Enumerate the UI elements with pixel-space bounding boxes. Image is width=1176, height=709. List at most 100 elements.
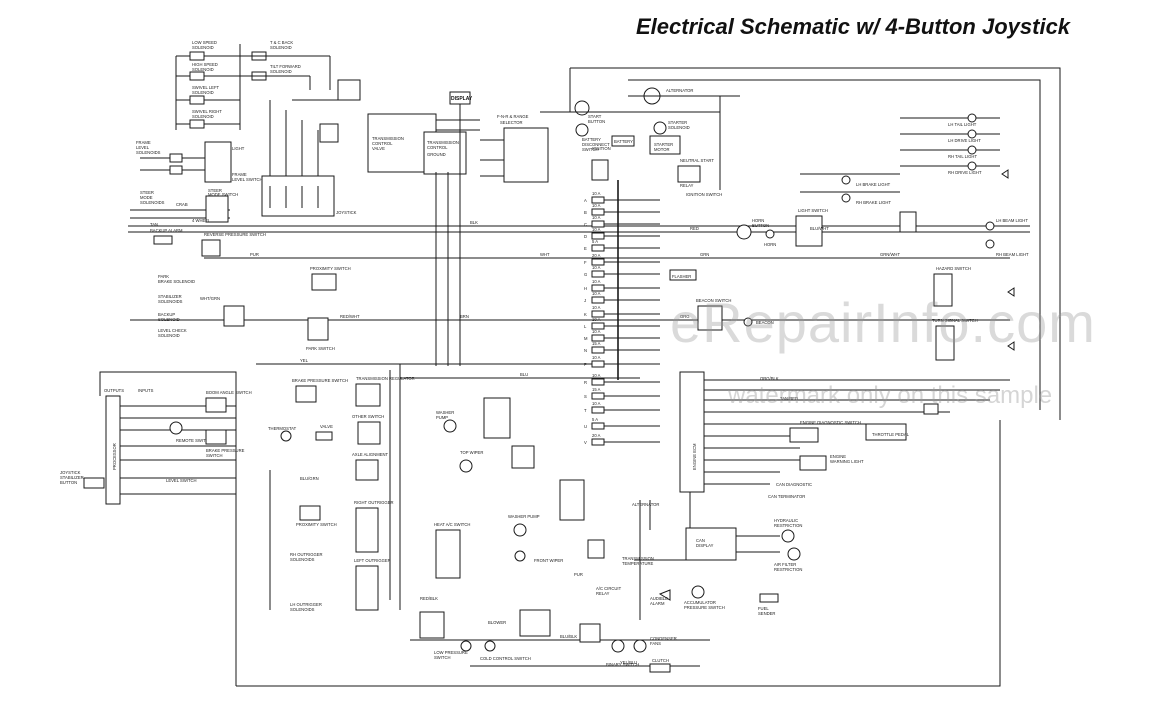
svg-text:WASHER: WASHER	[436, 410, 454, 415]
fuse: J 10 A	[584, 291, 660, 304]
fuse-id: J	[584, 298, 586, 303]
fuse-amp: 10 A	[592, 265, 601, 270]
fuse-symbol	[591, 392, 605, 400]
svg-text:DISPLAY: DISPLAY	[696, 543, 714, 548]
svg-text:HORN: HORN	[764, 242, 776, 247]
fuse: N15 A	[584, 341, 660, 354]
svg-text:LH TAIL LIGHT: LH TAIL LIGHT	[948, 122, 977, 127]
fuse: U5 A	[584, 417, 660, 430]
wire-color-label: BLU/GRN	[300, 476, 319, 481]
svg-text:AUDIBLE: AUDIBLE	[650, 596, 668, 601]
svg-text:FRONT WIPER: FRONT WIPER	[534, 558, 563, 563]
svg-text:TOP WIPER: TOP WIPER	[460, 450, 483, 455]
wire-color-label: PUR	[250, 252, 259, 257]
fuse-amp: 10 A	[592, 329, 601, 334]
svg-text:PROCESSOR: PROCESSOR	[112, 443, 117, 470]
svg-text:MOTOR: MOTOR	[654, 147, 670, 152]
fuse-id: R	[584, 380, 587, 385]
svg-text:RESTRICTION: RESTRICTION	[774, 523, 802, 528]
fuse: R10 A	[584, 373, 660, 386]
wire-color-label: TAN/RED	[780, 396, 798, 401]
svg-text:CONTROL: CONTROL	[372, 141, 393, 146]
fuse-amp: 10 A	[592, 215, 601, 220]
svg-text:LOW SPEED: LOW SPEED	[192, 40, 217, 45]
svg-text:TRANSMISSION: TRANSMISSION	[622, 556, 654, 561]
watermark-logo: eRepairInfo.com	[670, 291, 1096, 354]
svg-text:BEACON: BEACON	[756, 320, 774, 325]
processor-block: PROCESSOR OUTPUTS INPUTS REMOTE SWITCH B…	[60, 388, 252, 505]
svg-text:STABILIZER: STABILIZER	[60, 475, 84, 480]
svg-text:HYDRAULIC: HYDRAULIC	[774, 518, 798, 523]
svg-text:PROXIMITY SWITCH: PROXIMITY SWITCH	[296, 522, 337, 527]
svg-text:BEACON SWITCH: BEACON SWITCH	[696, 298, 731, 303]
fuse-symbol	[591, 244, 605, 252]
fuse: D10 A	[584, 227, 660, 240]
svg-text:FLASHER: FLASHER	[672, 274, 691, 279]
fuse-amp: 10 A	[592, 227, 601, 232]
signal-block: FLASHER HAZARD SWITCH TURN SIGNAL SWITCH…	[669, 169, 1015, 361]
svg-text:ENGINE: ENGINE	[830, 454, 846, 459]
svg-text:TRANSMISSION REGULATOR: TRANSMISSION REGULATOR	[356, 376, 415, 381]
svg-text:ALTERNATOR: ALTERNATOR	[666, 88, 693, 93]
svg-text:BATTERY: BATTERY	[614, 139, 633, 144]
svg-text:SOLENOID: SOLENOID	[192, 45, 214, 50]
wire-color-label: ORG	[680, 314, 690, 319]
engine-block: ENGINE ECM THROTTLE PEDAL ENGINE DIAGNOS…	[679, 371, 1010, 530]
fuse: K10 A	[584, 305, 660, 318]
wire-color-label: YEL	[300, 358, 309, 363]
svg-text:PARK SWITCH: PARK SWITCH	[306, 346, 335, 351]
svg-text:SENDER: SENDER	[758, 611, 775, 616]
svg-text:MODE: MODE	[140, 195, 153, 200]
svg-text:FRAME: FRAME	[136, 140, 151, 145]
svg-text:THERMOSTAT: THERMOSTAT	[268, 426, 297, 431]
svg-text:WASHER PUMP: WASHER PUMP	[508, 514, 540, 519]
svg-text:VALVE: VALVE	[320, 424, 333, 429]
wire-color-label: BRN	[460, 314, 469, 319]
fuse-id: A	[584, 198, 587, 203]
fuse-amp: 15 A	[592, 387, 601, 392]
wire-color-label: BLU/BLK	[560, 634, 577, 639]
svg-text:SWIVEL LEFT: SWIVEL LEFT	[192, 85, 220, 90]
wire-color-label: GRN/WHT	[880, 252, 900, 257]
svg-text:SWITCH: SWITCH	[206, 453, 223, 458]
wire-color-label: RED	[690, 226, 699, 231]
svg-text:WARNING LIGHT: WARNING LIGHT	[830, 459, 864, 464]
svg-text:RELAY: RELAY	[680, 183, 694, 188]
svg-text:TILT FORWARD: TILT FORWARD	[270, 64, 301, 69]
fuse-id: S	[584, 394, 587, 399]
fuse: T10 A	[584, 401, 660, 414]
svg-text:LEVEL: LEVEL	[136, 145, 150, 150]
fuse-amp: 10 A	[592, 291, 601, 296]
svg-text:INPUTS: INPUTS	[138, 388, 154, 393]
fuse-id: M	[584, 336, 588, 341]
svg-text:SOLENOID: SOLENOID	[192, 90, 214, 95]
svg-text:PRESSURE SWITCH: PRESSURE SWITCH	[684, 605, 725, 610]
svg-text:BRAKE SOLENOID: BRAKE SOLENOID	[158, 279, 195, 284]
svg-text:LH BRAKE LIGHT: LH BRAKE LIGHT	[856, 182, 891, 187]
svg-text:SWIVEL RIGHT: SWIVEL RIGHT	[192, 109, 222, 114]
svg-text:RH BEAM LIGHT: RH BEAM LIGHT	[996, 252, 1029, 257]
wire-color-label: GRN	[700, 252, 709, 257]
fuse-amp: 10 A	[592, 317, 601, 322]
svg-text:STARTER: STARTER	[654, 142, 673, 147]
svg-text:TRANSMISSION: TRANSMISSION	[427, 140, 459, 145]
svg-text:RH OUTRIGGER: RH OUTRIGGER	[290, 552, 323, 557]
svg-text:DISCONNECT: DISCONNECT	[582, 142, 610, 147]
page-title: Electrical Schematic w/ 4-Button Joystic…	[636, 14, 1071, 39]
svg-text:4 WHEEL: 4 WHEEL	[192, 218, 211, 223]
svg-text:ACCUMULATOR: ACCUMULATOR	[684, 600, 716, 605]
svg-text:OUTPUTS: OUTPUTS	[104, 388, 124, 393]
fuse-amp: 10 A	[592, 191, 601, 196]
svg-text:DISPLAY: DISPLAY	[451, 96, 473, 102]
fuse: F20 A	[584, 253, 660, 266]
fuse-amp: 10 A	[592, 279, 601, 284]
svg-text:TEMPERATURE: TEMPERATURE	[622, 561, 654, 566]
fuse: C10 A	[584, 215, 660, 228]
watermark-note: watermark only on this sample	[728, 382, 1053, 409]
fuse-symbol	[591, 438, 605, 446]
